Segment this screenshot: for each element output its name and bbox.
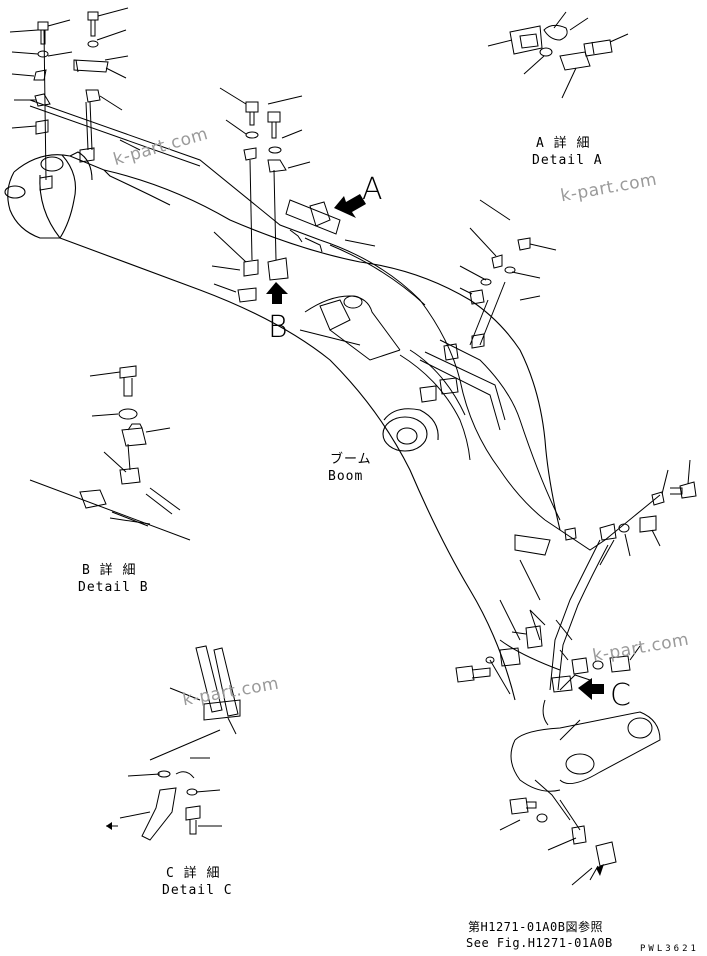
arrow-b-icon xyxy=(266,282,288,304)
top-left-parts xyxy=(9,7,141,191)
boom-label: Boom xyxy=(328,469,364,484)
detail-b-title: Detail B xyxy=(78,580,149,595)
arrow-small-icon xyxy=(596,864,604,876)
detail-c-title: Detail C xyxy=(162,883,233,898)
detail-b-parts xyxy=(29,365,191,541)
clamp-a xyxy=(285,199,376,253)
detail-a-title: Detail A xyxy=(532,153,603,168)
callout-b: B xyxy=(268,310,288,345)
boom-bracket xyxy=(299,295,401,361)
lower-right-parts xyxy=(455,599,641,886)
callout-a: A xyxy=(362,172,383,207)
drawing-code: PWL3621 xyxy=(640,944,699,954)
detail-a-title-jp: A 詳 細 xyxy=(536,136,591,151)
boom-label-jp: ブーム xyxy=(330,452,372,467)
center-top-parts xyxy=(211,87,311,303)
right-side-parts xyxy=(564,459,697,566)
arm-end xyxy=(510,711,661,792)
right-top-parts xyxy=(419,227,557,403)
detail-c-parts xyxy=(106,645,241,841)
reference-note-jp: 第H1271-01A0B図参照 xyxy=(468,920,603,934)
arrow-a-icon xyxy=(334,194,366,218)
callout-arrows xyxy=(106,194,604,876)
arrow-c-icon xyxy=(578,678,604,700)
reference-note: See Fig.H1271-01A0B xyxy=(466,936,613,950)
detail-b-title-jp: B 詳 細 xyxy=(82,563,137,578)
callout-c: C xyxy=(610,678,631,713)
detail-a-parts xyxy=(487,11,629,99)
detail-c-title-jp: C 詳 細 xyxy=(166,866,221,881)
hose-lines xyxy=(29,99,661,831)
arrow-detail-c-icon xyxy=(106,822,112,830)
boom-outline xyxy=(4,151,561,701)
